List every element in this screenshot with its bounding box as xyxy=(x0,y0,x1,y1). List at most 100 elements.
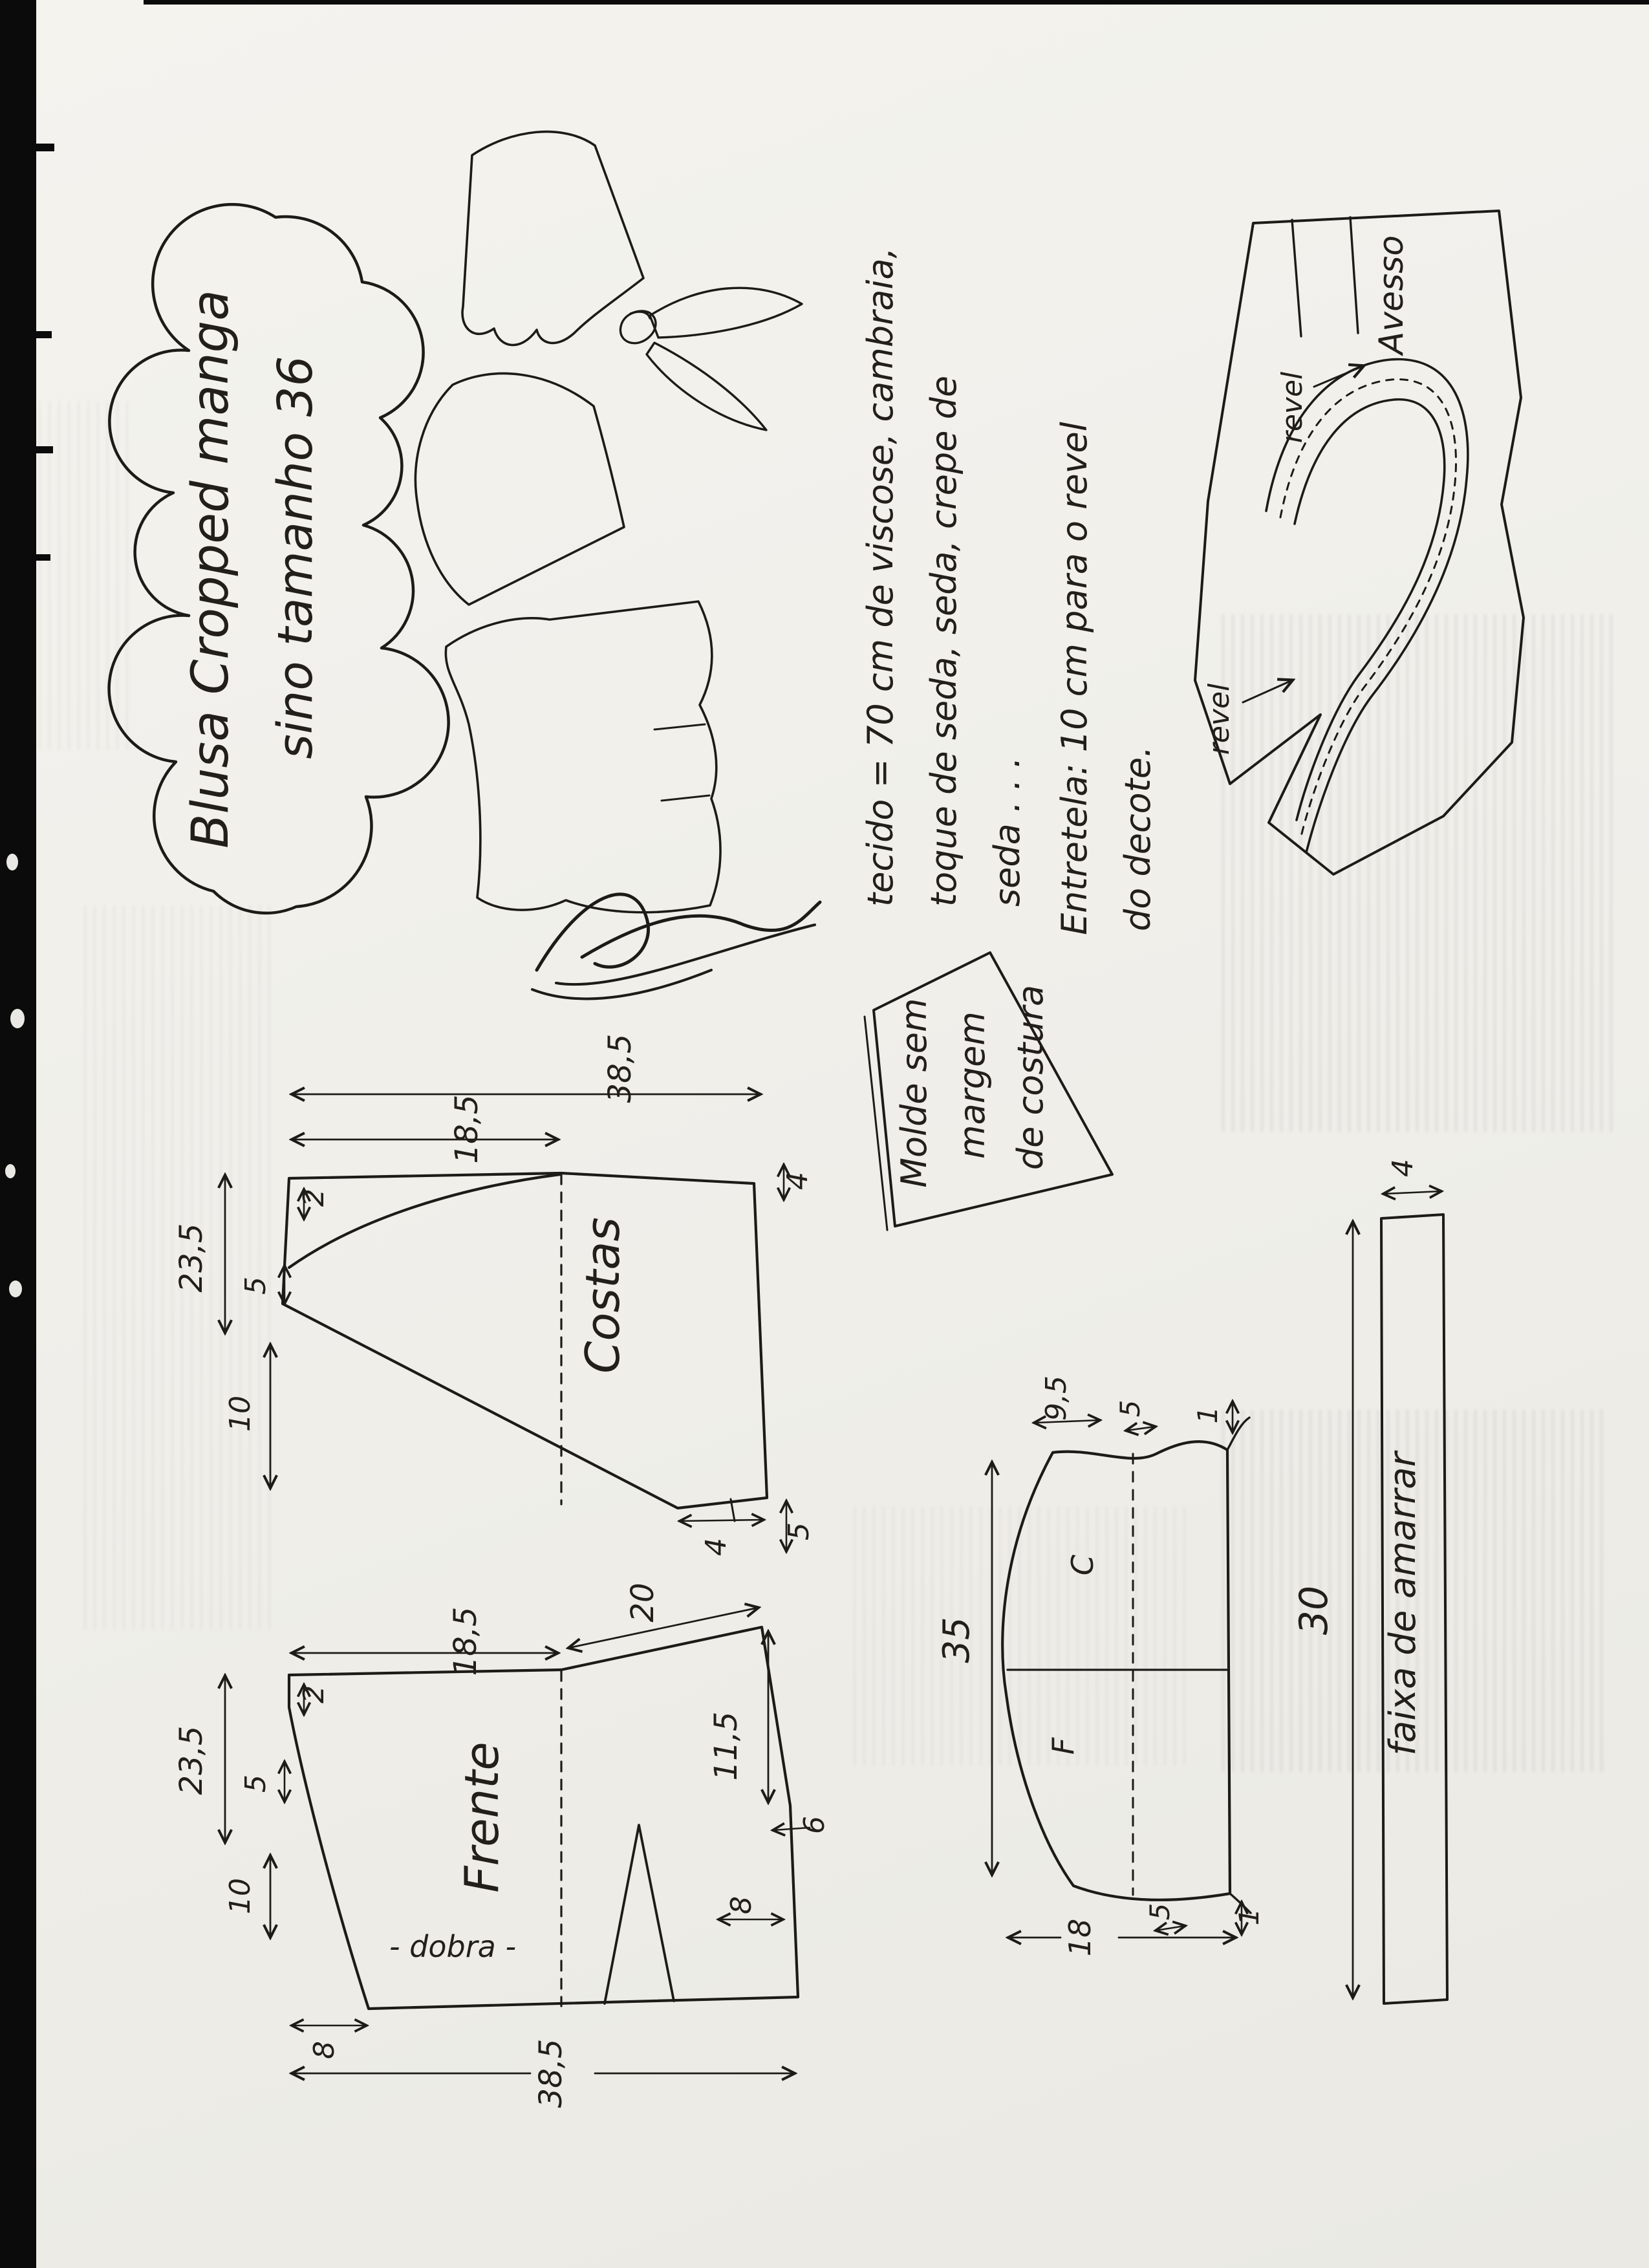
manga-dim-bottom5-arrow xyxy=(1156,1926,1185,1930)
frente-dim-shoulder-slant-label: 20 xyxy=(625,1582,661,1622)
avesso-label: Avesso xyxy=(1372,235,1411,356)
frente-dim-half-label: 18,5 xyxy=(447,1607,484,1676)
manga-dim-top5-label: 5 xyxy=(1114,1400,1146,1418)
frente-dim-vent-label: 8 xyxy=(725,1896,758,1914)
bleed-through-text xyxy=(1222,614,1617,1132)
costas-dim-hem-a-arrow xyxy=(680,1520,763,1521)
costas-dim-shoulder-label: 5 xyxy=(239,1277,272,1295)
revel-arrow-top xyxy=(1313,366,1363,388)
stamp-box-double-line xyxy=(863,1015,889,1231)
fabric-note-line4: Entretela: 10 cm para o revel xyxy=(1054,422,1095,935)
manga-dim-top5-arrow xyxy=(1126,1427,1155,1431)
manga-outline xyxy=(1001,1440,1232,1901)
scan-speck xyxy=(10,1009,25,1028)
fabric-note-line5: do decote. xyxy=(1117,746,1158,931)
costas-neck-curve xyxy=(287,1172,562,1269)
pattern-piece-manga: C F 9,5 5 1 35 18 5 1 xyxy=(936,1376,1265,1956)
manga-cap-hook-top xyxy=(1226,1416,1251,1451)
pattern-piece-costas: Costas 38,5 18,5 2 5 23,5 10 4 4 5 xyxy=(173,1034,815,1556)
frente-outline xyxy=(287,1625,800,2011)
fabric-note-line2: toque de seda, seda, crepe de xyxy=(923,376,964,907)
costas-dim-hem-b-label: 5 xyxy=(782,1522,815,1540)
frente-dim-side-label: 23,5 xyxy=(173,1726,210,1795)
revel-arrow-left xyxy=(1242,680,1292,704)
manga-letter-f: F xyxy=(1046,1737,1081,1755)
faixa-dim-width-label: 4 xyxy=(1386,1159,1419,1177)
manga-dim-bottom1-label: 1 xyxy=(1233,1908,1265,1926)
faixa-dim-width-arrow xyxy=(1384,1191,1441,1194)
frente-fold-label: - dobra - xyxy=(389,1929,516,1964)
costas-dim-lower-label: 10 xyxy=(224,1396,257,1432)
frente-dim-width-label: 38,5 xyxy=(533,2039,569,2108)
costas-piece-label: Costas xyxy=(576,1217,630,1374)
facing-band-outer xyxy=(1265,358,1469,854)
pattern-piece-frente: Frente - dobra - 18,5 20 2 5 23,5 10 11,… xyxy=(173,1582,831,2108)
fabric-notes: tecido = 70 cm de viscose, cambraia, toq… xyxy=(860,247,1158,935)
frente-dim-hem-left-label: 8 xyxy=(308,2041,341,2059)
pattern-title-line2: sino tamanho 36 xyxy=(268,356,323,759)
faixa-outline xyxy=(1380,1213,1449,2005)
costas-dim-width-label: 38,5 xyxy=(602,1034,638,1103)
fabric-note-line3: seda . . . xyxy=(987,757,1028,907)
neckline-facing-diagram: Avesso revel revel xyxy=(1194,210,1525,876)
bodice-stitch-marks xyxy=(653,723,711,802)
pattern-piece-faixa: faixa de amarrar 4 30 xyxy=(1291,1159,1449,2005)
scan-mark xyxy=(36,331,52,338)
blouse-sketch xyxy=(414,130,803,914)
bodice-sketch xyxy=(444,600,722,914)
bleed-through-text xyxy=(1222,1410,1610,1772)
knot-sketch xyxy=(619,310,657,345)
frente-piece-label: Frente xyxy=(455,1742,509,1892)
faixa-label: faixa de amarrar xyxy=(1382,1450,1424,1755)
frente-dim-lower-label: 10 xyxy=(224,1878,257,1914)
frente-dim-shoulder-slant-arrow xyxy=(569,1608,758,1648)
scan-speck xyxy=(6,854,18,870)
seam-allowance-stamp: Molde sem margem de costura xyxy=(863,951,1114,1231)
manga-dim-top-arrow xyxy=(1035,1420,1099,1423)
manga-dim-bottom-label: 18 xyxy=(1062,1919,1097,1957)
scan-mark xyxy=(36,554,50,561)
costas-dim-side-label: 23,5 xyxy=(173,1224,210,1293)
facing-stitch-line xyxy=(1279,378,1458,837)
costas-dim-drop-label: 2 xyxy=(297,1189,330,1207)
frente-dim-shoulder-label: 5 xyxy=(239,1775,272,1793)
signature-scribble xyxy=(531,892,822,1000)
fabric-note-line1: tecido = 70 cm de viscose, cambraia, xyxy=(860,247,901,907)
scan-edge-left xyxy=(0,0,36,2268)
manga-dim-bottom5-label: 5 xyxy=(1144,1903,1176,1921)
frente-dim-dart-arrow xyxy=(773,1828,811,1830)
scan-mark xyxy=(36,446,53,453)
bleed-through-text xyxy=(84,905,272,1630)
frente-dart xyxy=(603,1824,675,2005)
title-bubble: Blusa Cropped manga sino tamanho 36 xyxy=(107,202,450,915)
tie-sketch-lower xyxy=(645,341,768,431)
scan-speck xyxy=(9,1280,22,1297)
facing-band-inner xyxy=(1293,398,1446,821)
scan-edge-top xyxy=(144,0,1649,5)
costas-outline xyxy=(281,1171,769,1510)
frente-dim-drop-label: 2 xyxy=(297,1685,330,1703)
frente-dim-dart-label: 6 xyxy=(798,1816,831,1834)
manga-dim-length-label: 35 xyxy=(936,1617,978,1663)
scan-mark xyxy=(36,144,54,151)
sleeve-sketch-left xyxy=(461,130,645,347)
manga-letter-c: C xyxy=(1065,1555,1100,1575)
costas-dim-right-label: 4 xyxy=(781,1172,814,1190)
costas-dim-half-label: 18,5 xyxy=(449,1095,485,1164)
facing-shoulder-seams xyxy=(1291,216,1359,338)
facing-piece-outline xyxy=(1194,210,1525,876)
stamp-line3: de costura xyxy=(1010,985,1051,1170)
manga-dim-top-label: 9,5 xyxy=(1040,1376,1073,1421)
stamp-box xyxy=(872,951,1114,1227)
sleeve-sketch-right xyxy=(414,372,625,606)
stamp-line2: margem xyxy=(952,1011,993,1159)
frente-dim-armhole-label: 11,5 xyxy=(708,1712,744,1781)
manga-dim-top1-label: 1 xyxy=(1192,1407,1223,1424)
tie-sketch-upper xyxy=(649,286,803,339)
revel-label-top: revel xyxy=(1276,371,1309,443)
revel-label-left: revel xyxy=(1203,683,1236,755)
costas-dim-hem-a-label: 4 xyxy=(700,1538,733,1556)
pattern-title-line1: Blusa Cropped manga xyxy=(182,290,240,848)
